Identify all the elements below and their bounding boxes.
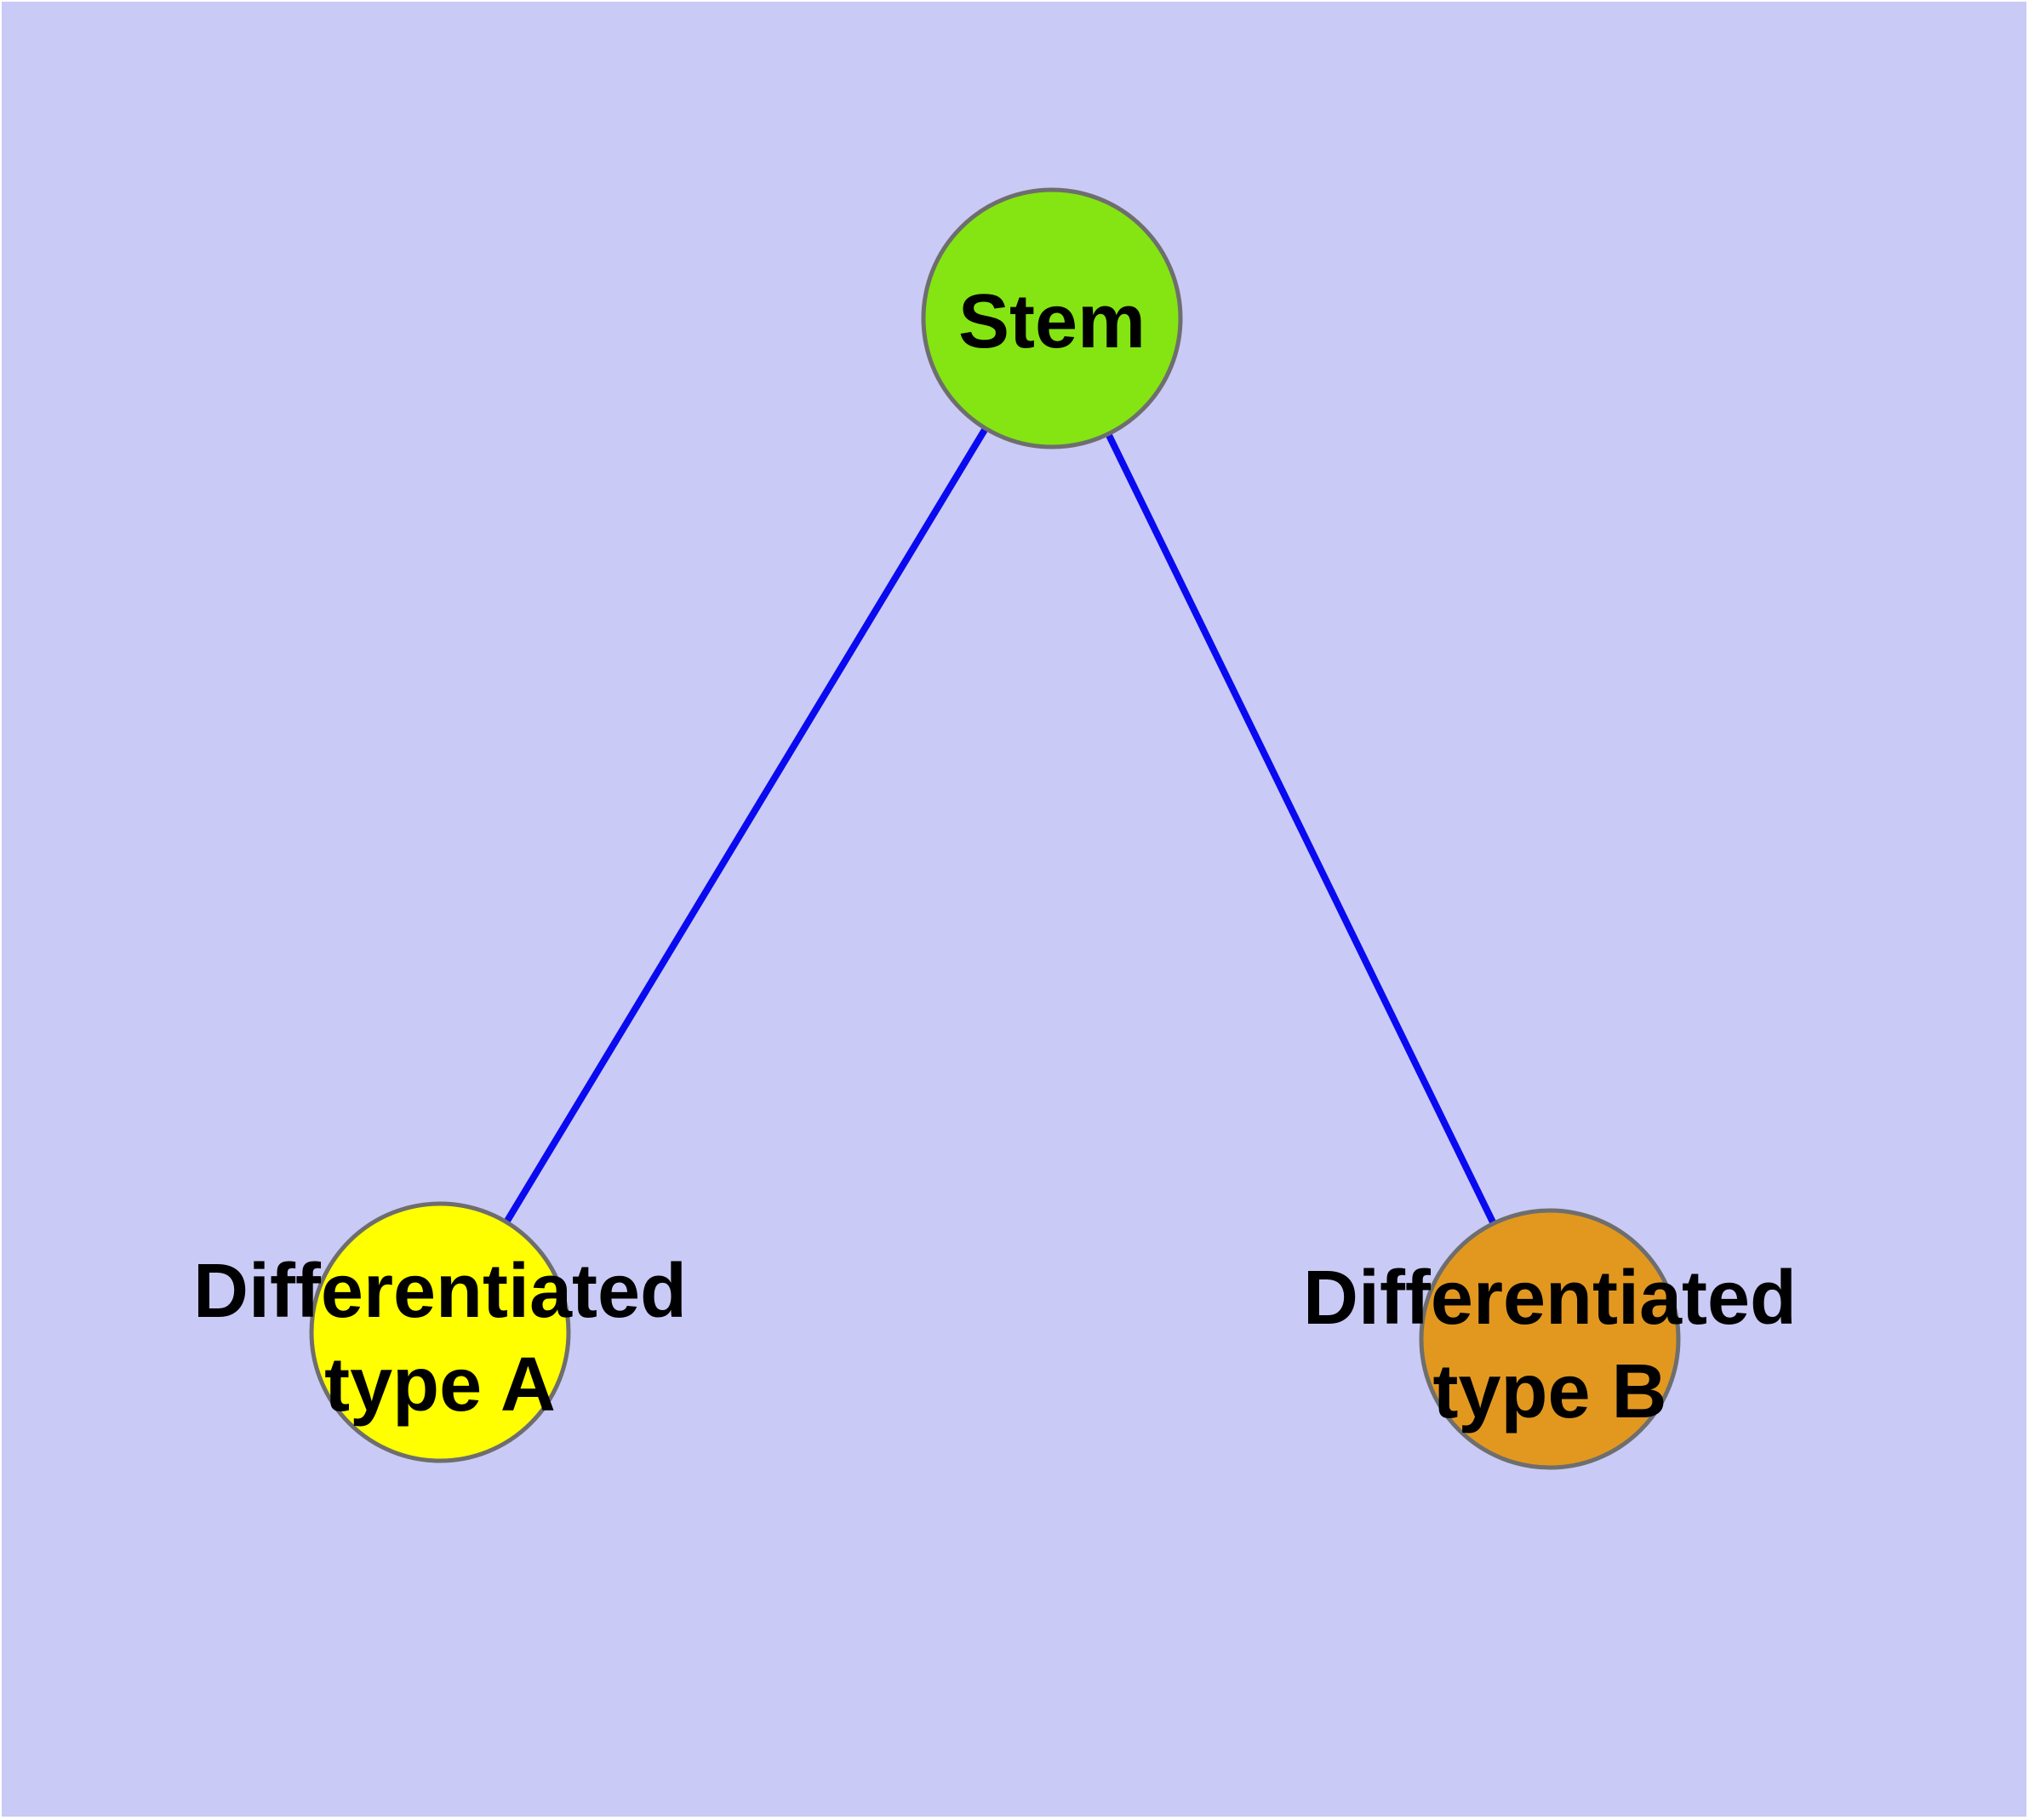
node-type-b-label-line1: Differentiated bbox=[1303, 1256, 1797, 1341]
node-group bbox=[309, 187, 1681, 1470]
node-stem-label: Stem bbox=[958, 279, 1146, 364]
edge-group bbox=[437, 316, 1553, 1341]
edge-stem-to-type-b bbox=[1049, 317, 1553, 1341]
node-stem bbox=[921, 187, 1183, 449]
node-type-b-label-line2: type B bbox=[1432, 1349, 1666, 1434]
node-type-a-label-line2: type A bbox=[324, 1342, 556, 1428]
node-differentiated-type-b bbox=[1419, 1208, 1681, 1470]
node-differentiated-type-a bbox=[309, 1201, 571, 1463]
edge-stem-to-type-a bbox=[437, 316, 1055, 1335]
node-type-a-label-line1: Differentiated bbox=[193, 1249, 687, 1334]
